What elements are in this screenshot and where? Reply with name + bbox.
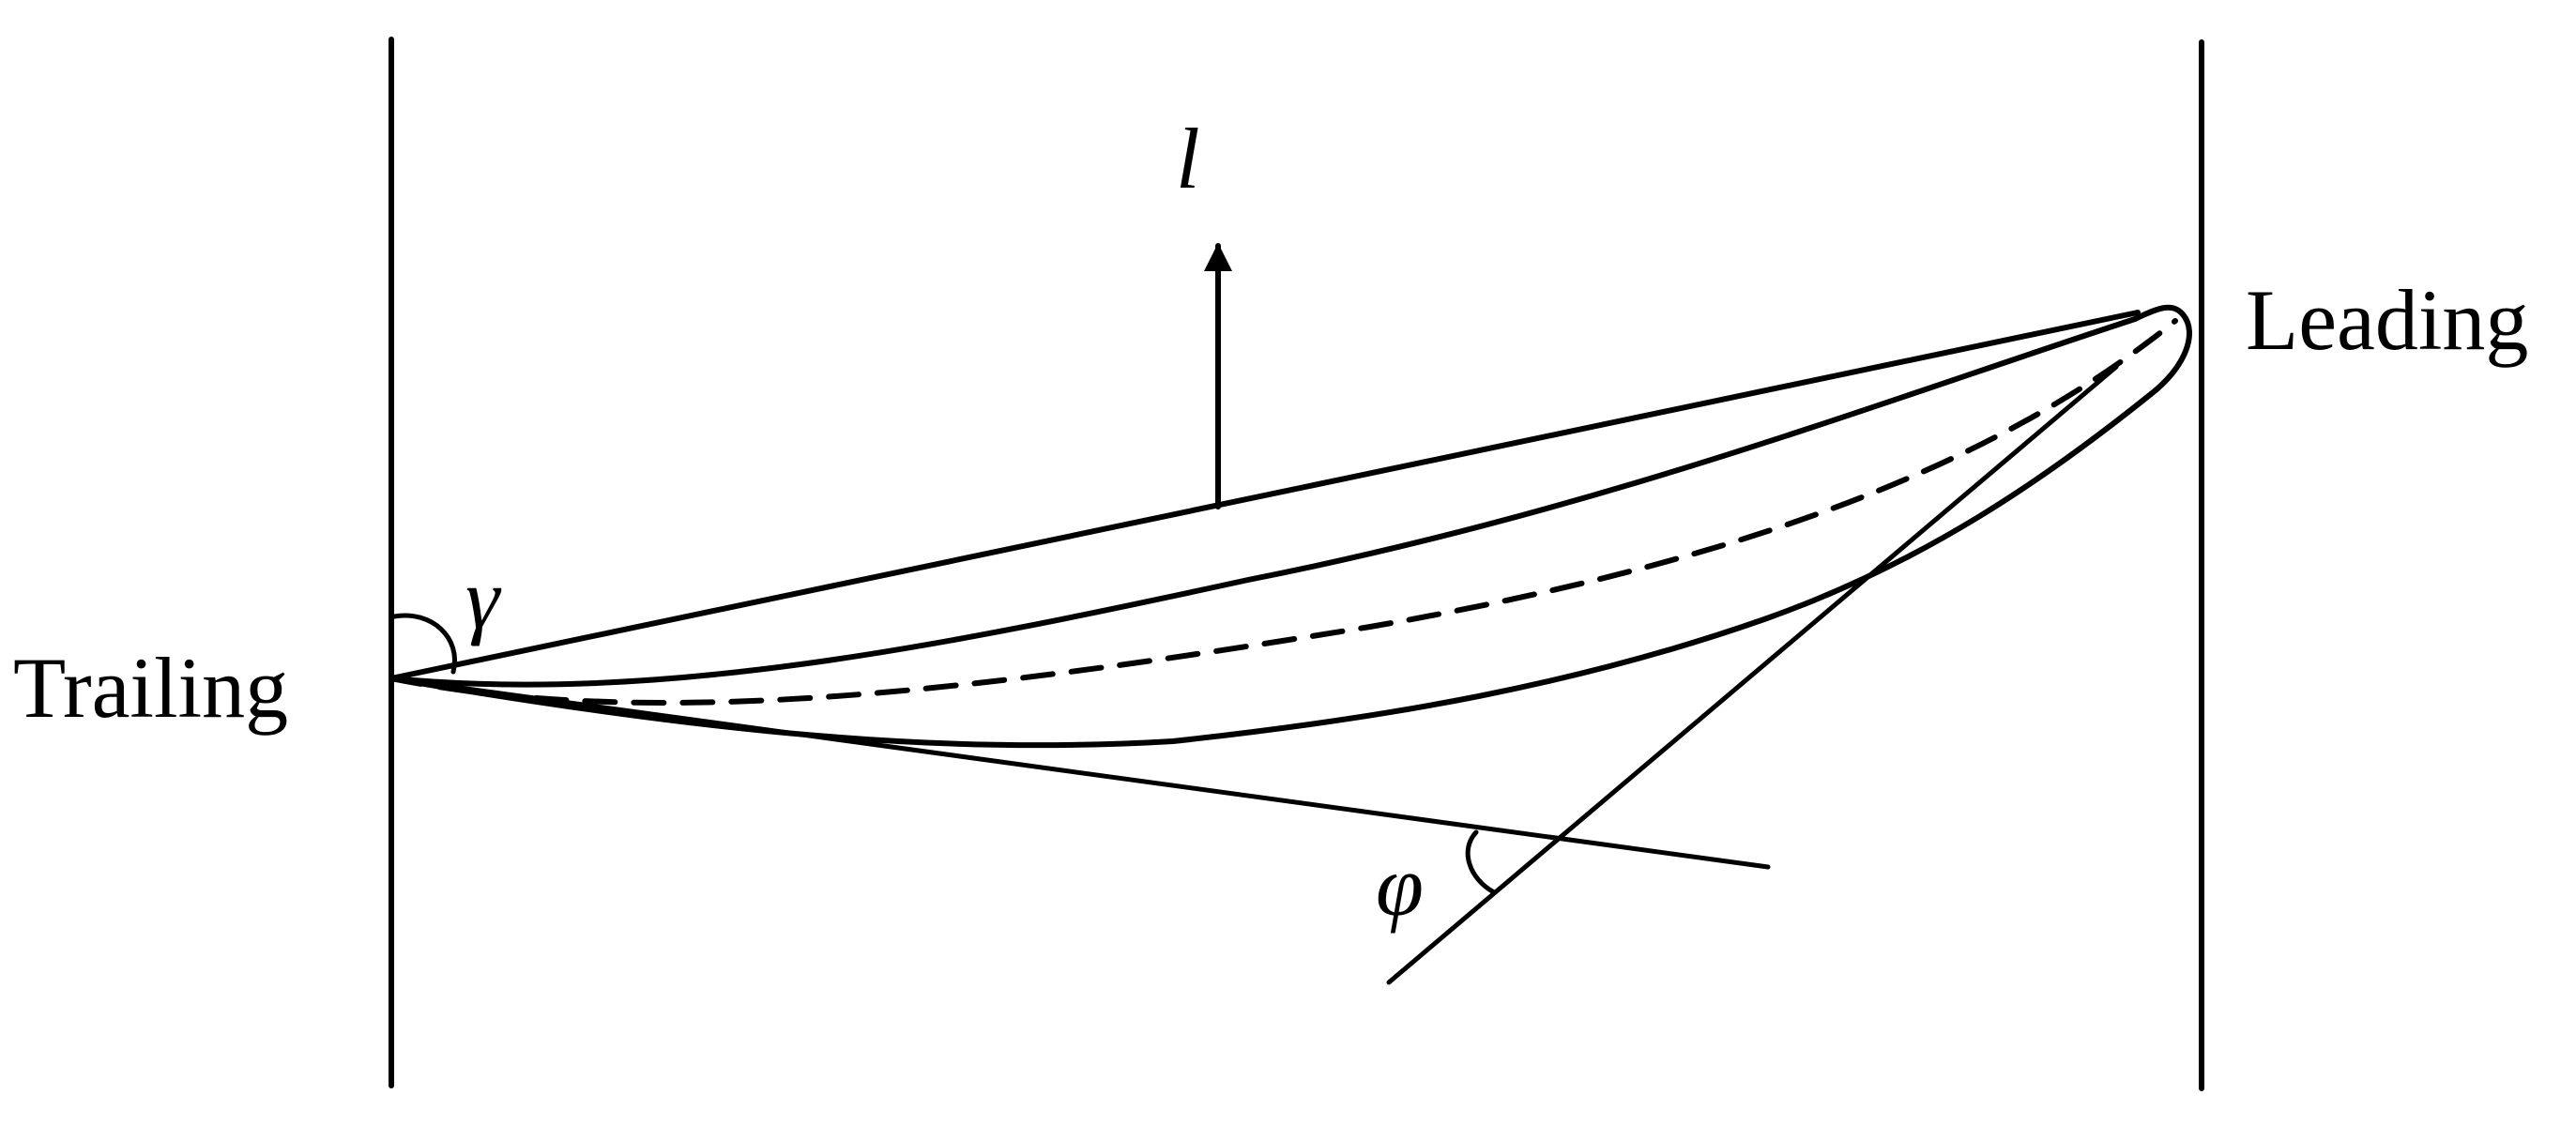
- chord-line: [389, 310, 2141, 681]
- trailing-label: Trailing: [13, 640, 288, 736]
- gamma-symbol-label: γ: [465, 551, 502, 646]
- gamma-angle-arc: [391, 613, 457, 675]
- leading-edge-tangent-line: [1386, 364, 2119, 985]
- airfoil-suction-surface: [389, 316, 2138, 688]
- phi-angle-arc: [1465, 829, 1497, 895]
- phi-symbol-label: φ: [1376, 838, 1424, 934]
- camber-line: [389, 318, 2178, 706]
- airfoil-leading-edge-nose: [2132, 304, 2192, 397]
- airfoil-pressure-surface: [389, 391, 2154, 749]
- lift-symbol-label: l: [1176, 111, 1200, 206]
- trailing-edge-tangent-line: [389, 676, 1771, 870]
- leading-label: Leading: [2246, 272, 2528, 368]
